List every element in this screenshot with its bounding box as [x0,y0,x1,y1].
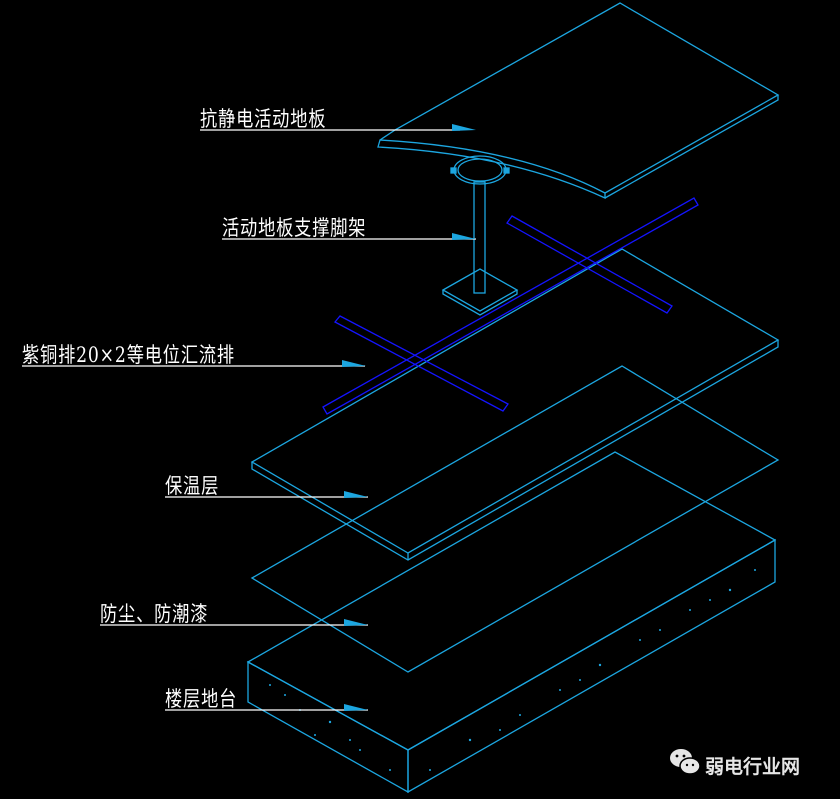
floor-panel [377,2,780,200]
label-copper-bar: 紫铜排20×2等电位汇流排 [22,343,235,367]
floor-slab [246,451,777,794]
watermark: 弱电行业网 [705,756,801,778]
coating-layer [250,365,780,673]
insulation-layer [250,248,780,561]
wechat-icon [670,749,701,775]
copper-bus-bar [322,197,699,415]
leader-lines [22,129,476,711]
label-coating: 防尘、防潮漆 [100,602,209,626]
label-support-pedestal: 活动地板支撑脚架 [222,216,367,240]
label-floor-panel: 抗静电活动地板 [200,107,327,131]
label-insulation: 保温层 [165,474,220,498]
arrowheads [342,124,476,711]
label-slab: 楼层地台 [165,687,238,711]
